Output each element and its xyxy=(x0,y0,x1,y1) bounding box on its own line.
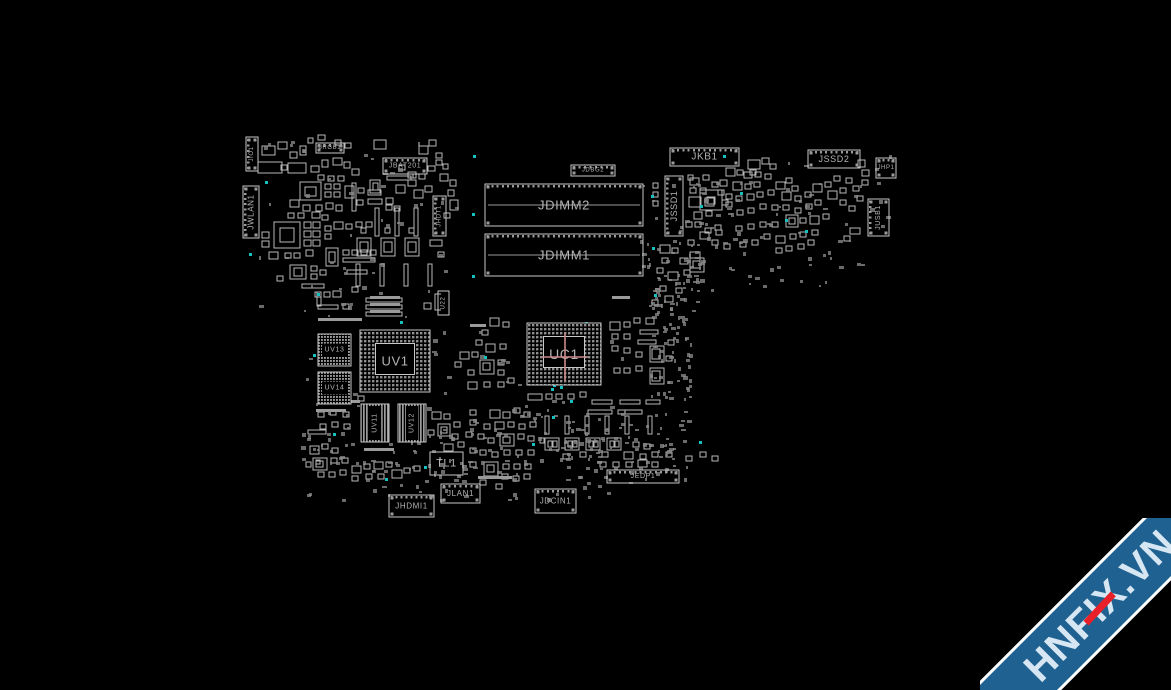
selection-crosshair-marker xyxy=(542,333,588,381)
connector-jbat201[interactable]: JBAT201 xyxy=(382,157,428,175)
connector-jssd1[interactable]: JSSD1 xyxy=(664,175,684,237)
component-label: UC1 xyxy=(549,346,579,362)
component-label: JDIMM1 xyxy=(538,248,590,263)
connector-jhp1[interactable]: JHP1 xyxy=(875,157,897,179)
component-label: UV1 xyxy=(381,354,408,369)
component-label: UV11 xyxy=(372,413,379,432)
connector-jrgb1[interactable]: JRGB1 xyxy=(315,142,345,154)
connector-jio1[interactable]: JIO1 xyxy=(245,136,259,172)
connector-jhdmi1[interactable]: JHDMI1 xyxy=(388,494,435,518)
connector-jlan1[interactable]: JLAN1 xyxy=(440,483,481,504)
ic-uv11[interactable]: UV11 xyxy=(360,403,390,443)
component-label: UV13 xyxy=(325,347,345,354)
ic-uv13[interactable]: UV13 xyxy=(317,333,352,367)
ic-uc1[interactable]: UC1 xyxy=(526,322,602,386)
component-label: UV12 xyxy=(409,413,416,433)
testpoint-tl1[interactable]: TL1 xyxy=(429,451,464,476)
connector-jdbg2[interactable]: JDBG2 xyxy=(570,164,616,177)
component-label: JEDP1 xyxy=(631,473,656,480)
component-label: U22 xyxy=(441,297,447,310)
component-label: JUSB1 xyxy=(875,205,882,230)
connector-jkb1[interactable]: JKB1 xyxy=(669,147,740,167)
ic-uv14[interactable]: UV14 xyxy=(317,371,352,405)
component-label: JIO1 xyxy=(249,146,255,161)
component-label: JKB1 xyxy=(691,152,717,163)
connector-jwlan1[interactable]: JWLAN1 xyxy=(242,185,260,239)
component-label: JSSD2 xyxy=(818,154,849,164)
component-label: JHDMI1 xyxy=(395,502,428,511)
component-label: JHP1 xyxy=(877,165,894,171)
component-label: JHDT1 xyxy=(437,205,443,227)
connector-jedp1[interactable]: JEDP1 xyxy=(606,469,680,484)
connector-jssd2[interactable]: JSSD2 xyxy=(807,149,861,169)
testpoint-group[interactable]: TL1 xyxy=(429,451,464,476)
connector-jusb1[interactable]: JUSB1 xyxy=(867,198,890,237)
component-label: JBAT201 xyxy=(389,163,421,170)
connector-jdimm1[interactable]: JDIMM1 xyxy=(484,233,644,277)
component-label: TL1 xyxy=(436,458,457,470)
ic-uv1[interactable]: UV1 xyxy=(359,329,431,393)
component-label: JSSD1 xyxy=(669,190,679,221)
connector-jhdt1[interactable]: JHDT1 xyxy=(432,195,447,237)
connector-jdcin1[interactable]: JDCIN1 xyxy=(534,488,577,514)
component-label: JRGB1 xyxy=(319,145,341,151)
smd-component-field xyxy=(257,134,870,490)
connector-jdimm2[interactable]: JDIMM2 xyxy=(484,183,644,227)
component-label: UV14 xyxy=(325,385,345,392)
ic-uv12[interactable]: UV12 xyxy=(397,403,427,443)
component-label: JWLAN1 xyxy=(247,194,256,229)
component-label: JDCIN1 xyxy=(540,497,572,506)
component-label: JDBG2 xyxy=(582,168,604,174)
ic-u22[interactable]: U22 xyxy=(437,290,450,316)
component-label: JDIMM2 xyxy=(538,198,590,213)
component-label: JLAN1 xyxy=(447,489,474,498)
